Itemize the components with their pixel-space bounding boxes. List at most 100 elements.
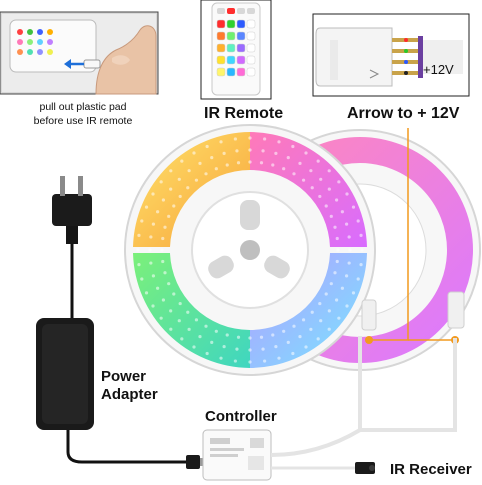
- led-dot: [277, 356, 281, 360]
- led-dot: [298, 161, 302, 165]
- led-dot: [169, 309, 173, 313]
- remote-color-button: [246, 43, 256, 53]
- led-dot: [248, 360, 252, 364]
- led-dot: [327, 169, 331, 173]
- led-dot: [347, 261, 351, 265]
- remote-color-button: [216, 67, 226, 77]
- remote-color-button: [236, 55, 246, 65]
- connector-pins-icon: [312, 13, 470, 97]
- led-dot: [178, 301, 182, 306]
- pad-caption: pull out plastic pad before use IR remot…: [8, 100, 158, 128]
- led-dot: [344, 222, 349, 226]
- power-adapter-label: Power Adapter: [101, 368, 158, 404]
- led-dot: [333, 225, 337, 229]
- led-dot: [172, 292, 176, 296]
- led-dot: [219, 140, 223, 144]
- led-dot: [156, 210, 160, 214]
- led-dot: [180, 159, 184, 163]
- led-dot: [248, 136, 252, 140]
- led-dot: [259, 161, 264, 165]
- led-dot: [291, 351, 295, 356]
- led-dot: [177, 177, 181, 181]
- remote-color-button: [236, 67, 246, 77]
- led-dot: [340, 286, 344, 290]
- led-dot: [282, 167, 286, 171]
- remote-color-button: [226, 19, 236, 29]
- remote-color-button: [246, 55, 256, 65]
- led-dot: [324, 292, 328, 296]
- led-dot: [178, 194, 182, 199]
- led-dot: [225, 333, 229, 337]
- led-dot: [161, 198, 165, 202]
- led-dot: [335, 236, 339, 241]
- led-dot: [309, 169, 313, 173]
- led-dot: [137, 263, 141, 267]
- led-dot: [319, 319, 323, 323]
- led-dot: [344, 274, 349, 278]
- led-dot: [159, 316, 163, 320]
- led-dot: [329, 214, 333, 218]
- led-dot: [169, 169, 173, 173]
- led-dot: [248, 348, 252, 352]
- led-dot: [163, 225, 167, 229]
- led-dot: [345, 304, 349, 308]
- remote-color-button: [246, 67, 256, 77]
- led-dot: [263, 359, 267, 363]
- led-dot: [329, 282, 333, 286]
- led-dot: [277, 140, 281, 144]
- led-dot: [348, 248, 352, 252]
- led-dot: [151, 192, 155, 196]
- remote-color-button: [226, 55, 236, 65]
- hand-holding-remote-photo: [0, 11, 159, 95]
- led-dot: [163, 271, 167, 275]
- led-dot: [301, 318, 306, 322]
- led-dot: [282, 329, 286, 333]
- remote-color-button: [216, 31, 226, 41]
- led-dot: [236, 161, 241, 165]
- led-dot: [151, 274, 156, 278]
- pad-caption-line1: pull out plastic pad: [39, 101, 127, 113]
- led-dot: [337, 180, 341, 184]
- led-dot: [318, 301, 322, 306]
- led-dot: [194, 178, 199, 182]
- led-dot: [335, 198, 339, 202]
- led-dot: [136, 248, 140, 252]
- arrow-callout: [370, 128, 452, 341]
- ir-receiver-icon: [271, 462, 375, 474]
- led-dot: [316, 159, 320, 163]
- led-dot: [345, 192, 349, 196]
- led-dot: [310, 186, 314, 190]
- remote-color-button: [216, 43, 226, 53]
- led-dot: [198, 161, 202, 165]
- led-dot: [351, 205, 356, 209]
- led-dot: [316, 337, 320, 341]
- controller-label: Controller: [205, 408, 277, 425]
- remote-color-button: [216, 19, 226, 29]
- led-dot: [144, 291, 149, 295]
- remote-control-button: [237, 8, 245, 14]
- led-strip-reel-icon: [124, 124, 481, 376]
- led-dot: [324, 204, 328, 208]
- led-dot: [192, 345, 196, 349]
- led-dot: [149, 235, 153, 239]
- arrow-to-12v-label: Arrow to + 12V: [347, 105, 460, 122]
- led-dot: [337, 316, 341, 320]
- led-dot: [144, 205, 149, 209]
- led-dot: [263, 137, 267, 141]
- led-dot: [235, 347, 239, 351]
- led-dot: [161, 236, 165, 241]
- led-dot: [149, 261, 153, 265]
- remote-color-button: [236, 31, 246, 41]
- led-dot: [335, 298, 339, 302]
- led-dot: [140, 219, 144, 223]
- remote-color-button: [236, 43, 246, 53]
- led-dot: [172, 204, 176, 208]
- led-dot: [333, 271, 337, 275]
- led-dot: [161, 259, 165, 264]
- ir-remote-icon: [200, 0, 272, 100]
- led-dot: [219, 356, 223, 360]
- led-dot: [319, 177, 323, 181]
- led-dot: [198, 335, 202, 339]
- remote-color-button: [226, 31, 236, 41]
